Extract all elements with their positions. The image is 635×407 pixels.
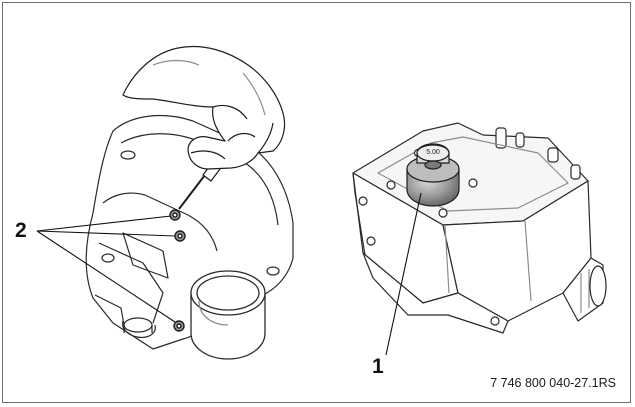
callout-1: 1	[372, 355, 384, 378]
gas-valve	[352, 122, 607, 334]
burner-housing	[85, 114, 294, 350]
illustration: 5.00	[36, 45, 607, 360]
hand	[122, 45, 286, 170]
leader-line-1	[385, 192, 422, 356]
round-cover	[190, 270, 266, 360]
callout-2: 2	[15, 219, 27, 242]
figure-frame: 5.00 2 1 7 746 800 040-27.1RS	[2, 2, 631, 403]
reference-code: 7 746 800 040-27.1RS	[490, 376, 616, 390]
dial-marking: 5.00	[426, 149, 440, 156]
leader-lines-2	[36, 215, 176, 323]
test-points	[169, 209, 186, 332]
